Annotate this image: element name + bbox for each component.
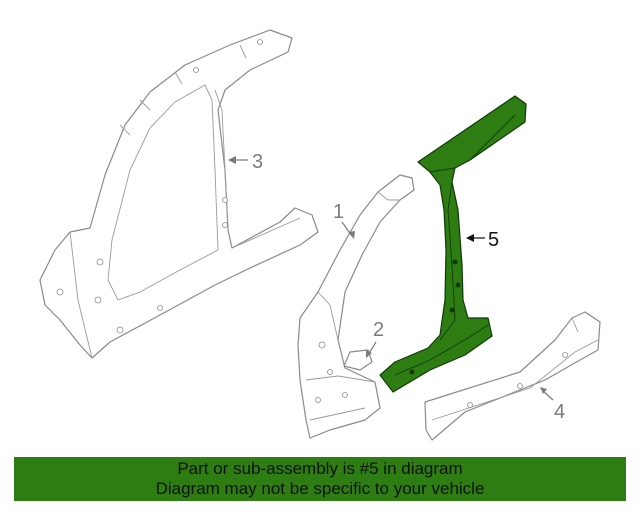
arrowhead-icon [348, 231, 355, 239]
part-5-detail-1 [429, 167, 456, 173]
part-5-detail-2 [439, 181, 456, 341]
callout-5: 5 [466, 229, 499, 251]
arrowhead-icon [466, 234, 474, 242]
part-5-hole-1 [452, 259, 458, 265]
part-5-detail-3 [469, 114, 516, 161]
part-5-shape [379, 95, 527, 393]
arrowhead-icon [540, 387, 547, 394]
part-5-hole-4 [409, 369, 415, 375]
part-4-rocker-panel [424, 311, 601, 441]
svg-text:3: 3 [252, 151, 263, 173]
arrowhead-icon [366, 350, 372, 358]
banner-background [14, 457, 626, 501]
svg-text:4: 4 [554, 401, 565, 423]
callout-4: 4 [540, 387, 565, 423]
svg-text:2: 2 [373, 319, 384, 341]
part-5-center-pillar [379, 95, 527, 393]
part-5-hole-3 [449, 307, 455, 313]
svg-text:1: 1 [333, 201, 344, 223]
callout-3: 3 [228, 151, 263, 173]
part-2-bracket [343, 349, 373, 371]
banner-line-2: Diagram may not be specific to your vehi… [155, 479, 485, 498]
arrowhead-icon [228, 156, 236, 164]
svg-text:5: 5 [488, 229, 499, 251]
callout-1: 1 [333, 201, 355, 239]
callout-2: 2 [366, 319, 384, 358]
info-banner: Part or sub-assembly is #5 in diagram Di… [14, 457, 626, 501]
part-3-body-side-frame [39, 29, 319, 359]
part-1-front-pillar [297, 174, 415, 439]
banner-line-1: Part or sub-assembly is #5 in diagram [177, 459, 463, 478]
part-5-hole-2 [455, 282, 461, 288]
part-5-detail-4 [394, 324, 489, 376]
